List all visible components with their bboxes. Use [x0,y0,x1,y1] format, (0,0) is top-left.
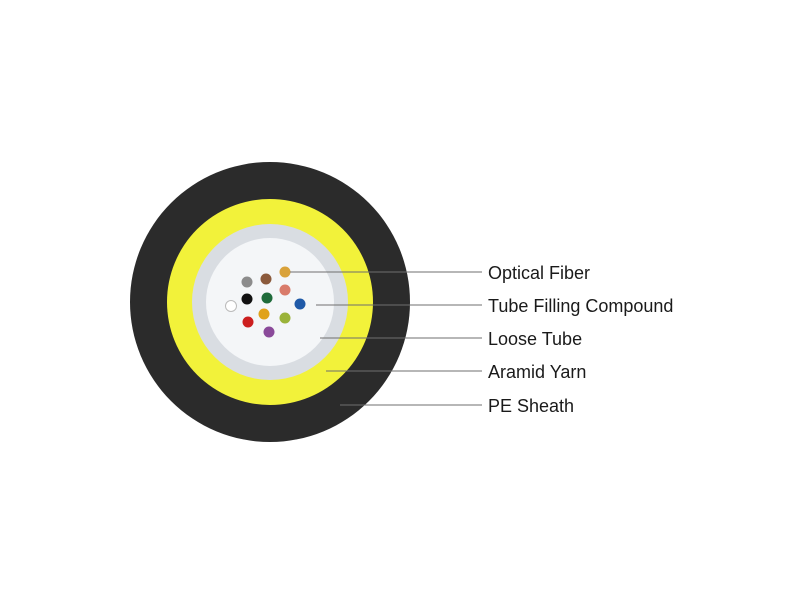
fiber-grey [241,276,253,288]
fiber-black [241,293,253,305]
fiber-orange [279,266,291,278]
optical-fiber-bundle [225,266,306,338]
cable-cross-section [130,162,410,442]
callout-leader-lines [290,271,482,406]
fiber-green [261,292,273,304]
fiber-blue [294,298,306,310]
label-optical-fiber: Optical Fiber [488,263,590,283]
label-tube-filling-compound: Tube Filling Compound [488,296,673,316]
fiber-brown [260,273,272,285]
callout-labels: Optical Fiber Tube Filling Compound Loos… [488,263,673,416]
fiber-rose [279,284,291,296]
label-loose-tube: Loose Tube [488,329,582,349]
fiber-violet [263,326,275,338]
label-pe-sheath: PE Sheath [488,396,574,416]
fiber-red [242,316,254,328]
fiber-white [225,300,237,312]
fiber-lime [279,312,291,324]
fiber-yellow [258,308,270,320]
label-aramid-yarn: Aramid Yarn [488,362,586,382]
